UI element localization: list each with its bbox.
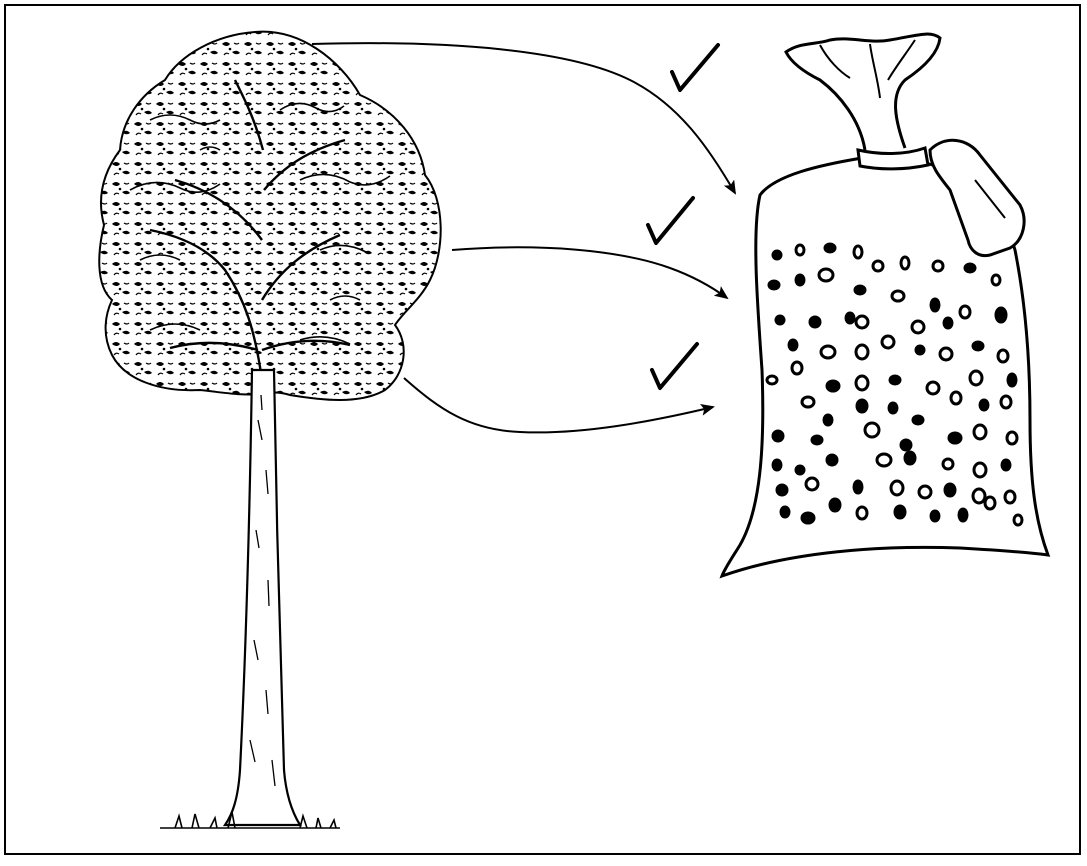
tree-crown: [99, 32, 440, 400]
arrow-bottom: [404, 378, 713, 432]
bag-top-gather: [786, 34, 940, 150]
bag-tie: [858, 148, 928, 169]
tree-icon: [99, 32, 440, 828]
check-mark-icon: [648, 198, 693, 243]
check-mark-icon: [652, 344, 697, 388]
tree-trunk: [225, 370, 300, 825]
check-marks: [648, 45, 718, 388]
arrow-middle: [452, 247, 727, 298]
check-mark-icon: [672, 45, 718, 90]
seed-bag-icon: [722, 34, 1048, 576]
